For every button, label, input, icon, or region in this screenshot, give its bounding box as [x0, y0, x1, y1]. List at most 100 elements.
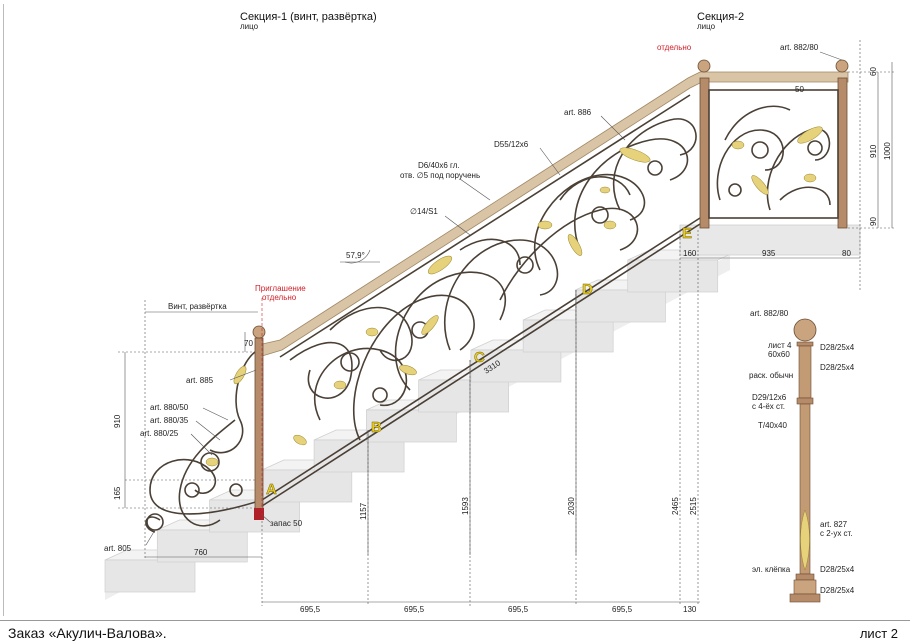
- leaf: [751, 175, 769, 195]
- post-detail-base-1: [795, 573, 815, 581]
- stair-riser: [366, 409, 457, 443]
- volute-leaves: [205, 365, 247, 467]
- point-e: E: [682, 225, 692, 242]
- pd-rask: раск. обычн: [749, 371, 793, 380]
- order-title: Заказ «Акулич-Валова».: [8, 625, 167, 641]
- dimension-lines: [118, 40, 895, 606]
- post-detail: [789, 318, 821, 603]
- leader-886: [600, 115, 626, 141]
- volute-scroll: [145, 516, 161, 533]
- post-a-finial: [252, 325, 266, 339]
- angle-arc: [344, 249, 371, 264]
- leaf: [293, 434, 307, 446]
- leaf: [233, 365, 247, 385]
- section-2-subtitle: лицо: [697, 22, 716, 31]
- volute-scroll: [178, 419, 236, 527]
- pd-d28-4: D28/25x4: [820, 586, 855, 595]
- post-detail-plate: [796, 341, 814, 347]
- pd-t40: Т/40x40: [758, 421, 787, 430]
- labels: Секция-1 (винт, развёртка) лицо Секция-2…: [104, 11, 892, 614]
- point-b: B: [371, 419, 382, 436]
- post-detail-upper: [798, 345, 812, 399]
- pd-d28-1: D28/25x4: [820, 343, 855, 352]
- leaf: [803, 173, 817, 183]
- sheet-number: лист 2: [859, 626, 898, 641]
- scroll-eye: [647, 160, 663, 176]
- section-2-ironwork: [708, 89, 839, 219]
- dim-165-value: 165: [113, 486, 122, 500]
- leader-d14: [444, 215, 471, 236]
- volute-scroll: [149, 458, 263, 515]
- leader-885: [229, 369, 257, 381]
- d14-label: ∅14/S1: [410, 207, 438, 216]
- leader-d6: [459, 178, 491, 201]
- pd-el-klepka: эл. клёпка: [752, 565, 791, 574]
- art-805-label: art. 805: [104, 544, 132, 553]
- pd-art-827-1: art. 827: [820, 520, 848, 529]
- point-a: A: [266, 481, 277, 498]
- leaf: [365, 327, 379, 337]
- scroll: [289, 341, 353, 399]
- leader-805: [145, 529, 156, 546]
- section-2-frame: [708, 89, 839, 219]
- d6-label-2: отв. ∅5 под поручень: [400, 171, 480, 180]
- left-border: [3, 4, 4, 616]
- pd-art-882: art. 882/80: [750, 309, 789, 318]
- section-2-post-left: [699, 77, 710, 229]
- dim-2030-value: 2030: [567, 497, 576, 515]
- otdelno-label: отдельно: [657, 43, 692, 52]
- staircase: [104, 224, 861, 600]
- dim-s2-60: 60: [869, 67, 878, 76]
- art-885-label: art. 885: [186, 376, 214, 385]
- scroll: [612, 118, 697, 211]
- leader-882-top: [819, 51, 843, 61]
- angle-label: 57,9°: [346, 251, 365, 260]
- dim-70-value: 70: [244, 339, 253, 348]
- scroll: [352, 294, 475, 441]
- point-c: C: [474, 349, 485, 366]
- point-d: D: [582, 281, 593, 298]
- handrail-body: [257, 71, 849, 357]
- d55-label: D55/12x6: [494, 140, 529, 149]
- scroll: [394, 271, 507, 391]
- post-detail-finial: [793, 318, 817, 342]
- landing: [679, 224, 861, 256]
- art-880-50-label: art. 880/50: [150, 403, 189, 412]
- scroll: [779, 186, 831, 206]
- dim-s2-910: 910: [869, 144, 878, 158]
- d6-label-1: D6/40x6 гл.: [418, 161, 460, 170]
- scroll: [716, 129, 784, 201]
- scroll-eye: [372, 387, 388, 403]
- leader-880-50: [202, 407, 229, 421]
- leaf: [619, 147, 651, 163]
- dim-695-1: 695,5: [300, 605, 321, 614]
- dim-1157-value: 1157: [359, 502, 368, 520]
- top-inner-rail: [279, 94, 691, 358]
- leaf: [567, 234, 583, 256]
- pd-list4-2: 60x60: [768, 350, 790, 359]
- dim-695-2: 695,5: [404, 605, 425, 614]
- section-2-post-right: [837, 77, 848, 229]
- dim-s2-935: 935: [762, 249, 776, 258]
- leader-880-25: [190, 433, 213, 456]
- volute-scroll: [209, 349, 259, 454]
- section-1-leaves: [293, 147, 651, 446]
- scroll-eye: [728, 183, 742, 197]
- leaf: [421, 315, 439, 335]
- section-2-leaves: [731, 126, 823, 195]
- leader-zapas: [261, 514, 271, 523]
- scroll-eye: [751, 141, 769, 159]
- leaf: [603, 220, 617, 230]
- section-2-finial-left: [697, 59, 711, 73]
- pd-art-827-2: с 2-ух ст.: [820, 529, 853, 538]
- pd-d28-3: D28/25x4: [820, 565, 855, 574]
- leaf: [205, 457, 219, 467]
- leaf: [427, 255, 453, 275]
- scroll-eye: [807, 140, 823, 156]
- leader-880-35: [195, 420, 221, 441]
- dim-2515-value: 2515: [689, 497, 698, 515]
- pd-d29-1: D29/12x6: [752, 393, 787, 402]
- scroll: [559, 176, 631, 201]
- dim-760-value: 760: [194, 548, 208, 557]
